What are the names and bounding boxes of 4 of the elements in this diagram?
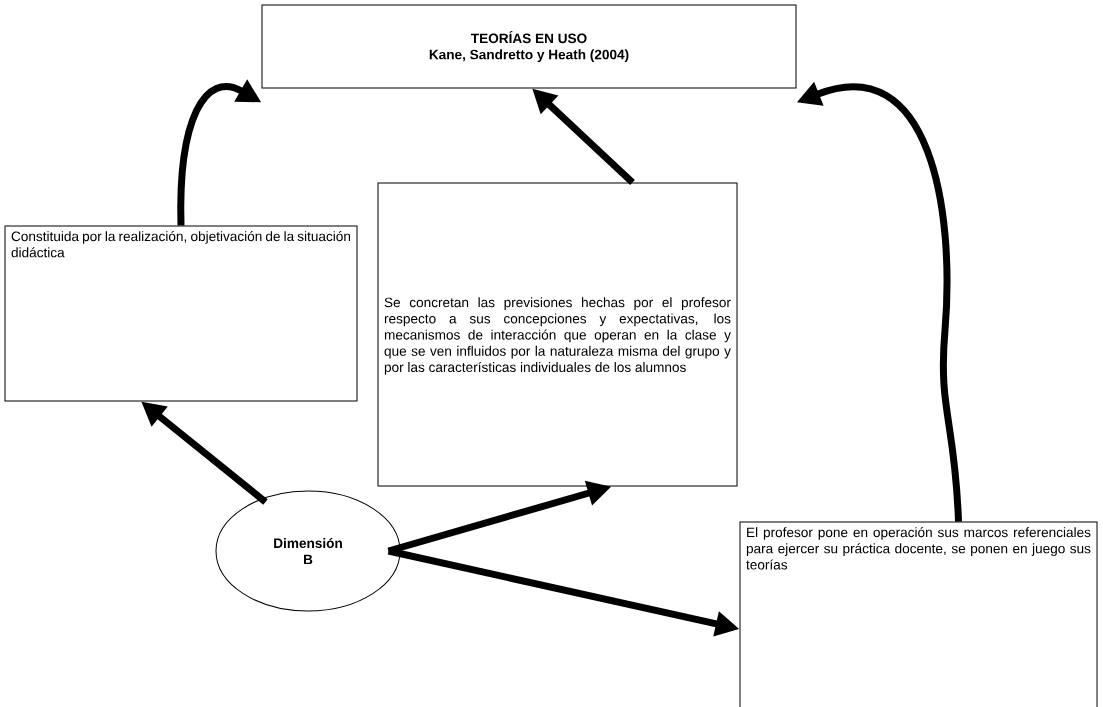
text-box: Se concretan las previsiones hechas por el profesor respecto a sus concepciones y expectativas, los mecanismos de interacción que operan en la clase y que se ven influidos por la naturaleza misma del grupo y por las características individuales de los alumnos bbox=[377, 182, 738, 487]
title-box: TEORÍAS EN USO Kane, Sandretto y Heath (2004) bbox=[261, 4, 797, 89]
text-box: El profesor pone en operación sus marcos referenciales para ejercer su práctica docente, se ponen en juego sus teorías bbox=[739, 521, 1098, 707]
text-box: Constituida por la realización, objetivación de la situación didáctica bbox=[4, 225, 358, 402]
